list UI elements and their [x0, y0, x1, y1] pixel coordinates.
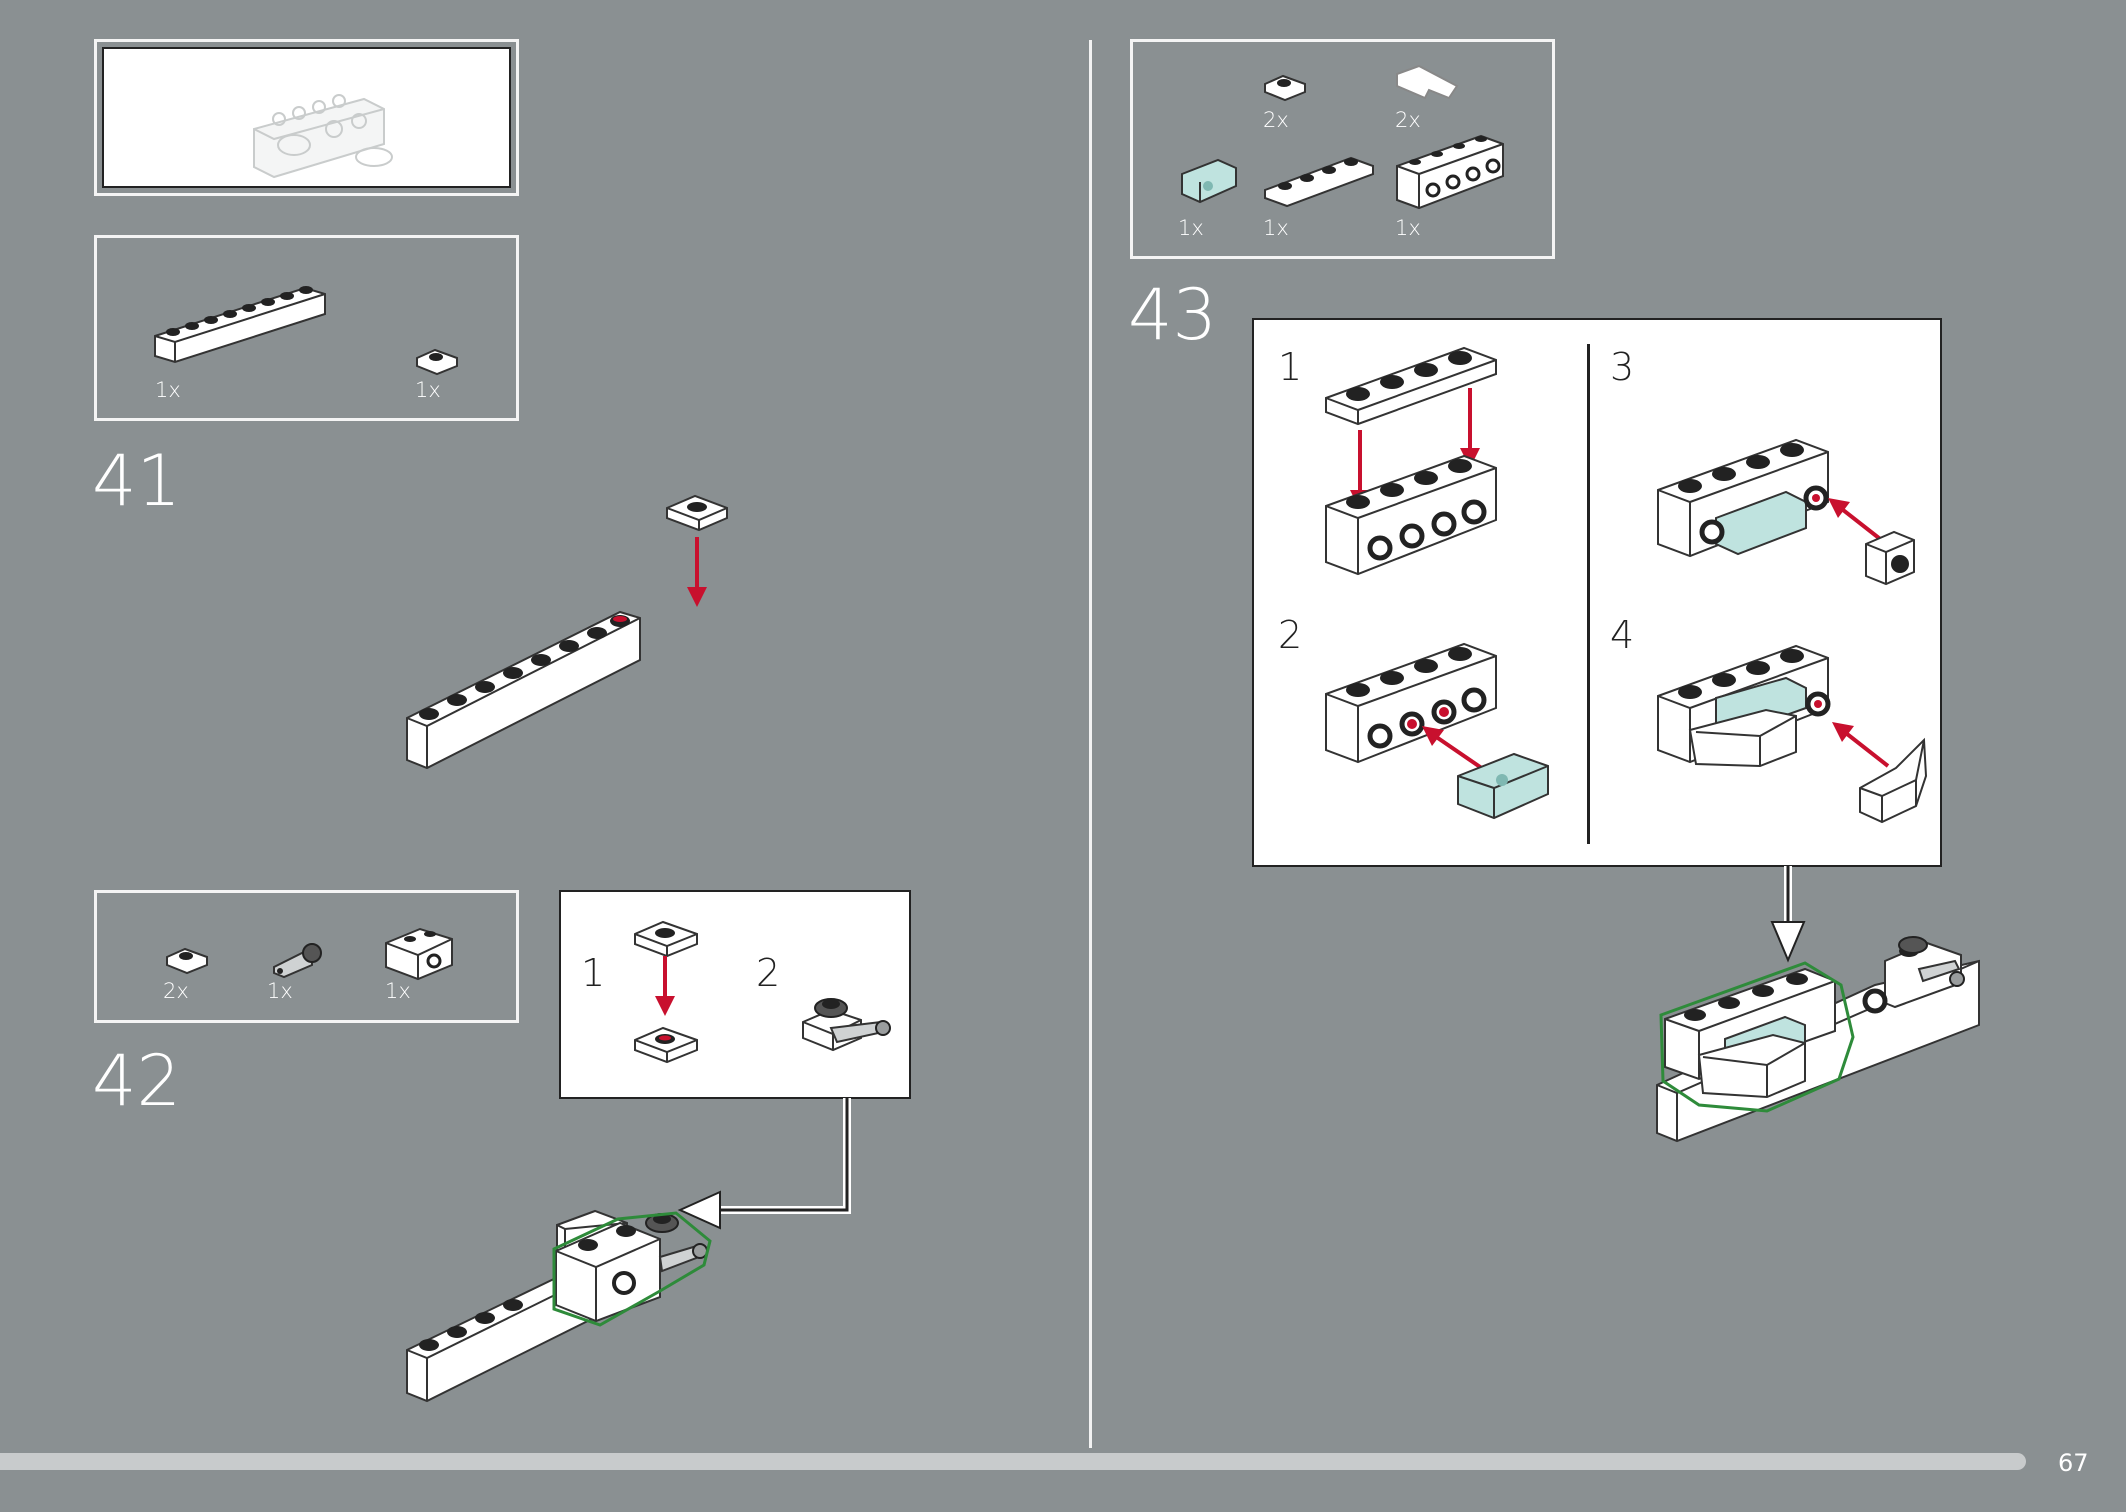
plate-1x4-icon: [1264, 156, 1374, 208]
wedge-subassembly-icon: [1657, 644, 1831, 768]
placement-arrow-icon: [1832, 722, 1890, 768]
part-qty: 1x: [385, 979, 411, 1003]
step-41-parts-list: 1x 1x: [94, 235, 519, 421]
slope-wedge-icon: [1396, 64, 1459, 100]
part-qty: 2x: [1263, 108, 1289, 132]
model-overview-frame: [94, 39, 519, 196]
step-number: 41: [92, 440, 182, 522]
step-42-added-parts-highlight: [552, 1211, 712, 1327]
plate-1x1-icon: [634, 920, 698, 958]
trans-bracket-icon: [1181, 158, 1237, 204]
step-43-parts-list: 2x 2x 1x 1x 1x: [1130, 39, 1555, 259]
plate-1x1-assembly-icon: [666, 494, 728, 532]
part-qty: 2x: [163, 979, 189, 1003]
trans-bracket-icon: [1457, 752, 1549, 820]
slope-wedge-icon: [1859, 737, 1928, 824]
page-divider: [1089, 40, 1092, 1448]
part-qty: 1x: [415, 378, 441, 402]
part-qty: 1x: [1178, 216, 1204, 240]
part-qty: 2x: [1395, 108, 1421, 132]
callout-pointer-icon: [1770, 866, 1806, 963]
clip-assembly-icon: [802, 998, 891, 1052]
clip-plate-icon: [273, 943, 322, 979]
step-43-subassembly-callout: 1 2 3 4: [1252, 318, 1942, 867]
step-43-assembly: [1656, 936, 1980, 1143]
substep-number: 3: [1610, 345, 1635, 389]
brick-1x8-icon: [154, 286, 326, 364]
step-42-subassembly-callout: 1 2: [559, 890, 911, 1099]
callout-divider: [1587, 344, 1590, 844]
plate-1x4-icon: [1325, 346, 1497, 426]
model-preview-icon: [253, 94, 393, 179]
step-number: 43: [1128, 274, 1218, 356]
brick-1x8-assembly-icon: [406, 610, 641, 770]
step-42-parts-list: 2x 1x 1x: [94, 890, 519, 1023]
plate-1x1-icon: [1264, 74, 1306, 102]
plate-1x1-icon: [1865, 530, 1915, 586]
part-qty: 1x: [1395, 216, 1421, 240]
substep-number: 1: [581, 951, 606, 995]
substep-number: 1: [1278, 345, 1303, 389]
part-qty: 1x: [1263, 216, 1289, 240]
plate-1x1-icon: [634, 1026, 698, 1064]
placement-arrow-icon: [655, 956, 675, 1016]
brick-1x2-technic-icon: [385, 927, 453, 981]
brick-1x4-studs-side-icon: [1396, 134, 1504, 210]
substep-number: 4: [1610, 613, 1635, 657]
substep-number: 2: [1278, 613, 1303, 657]
placement-arrow-icon: [1828, 498, 1886, 544]
progress-bar: [0, 1453, 2026, 1470]
part-qty: 1x: [155, 378, 181, 402]
callout-pointer-icon: [677, 1098, 851, 1230]
step-number: 42: [92, 1040, 182, 1122]
substep-number: 2: [756, 951, 781, 995]
plate-1x1-icon: [416, 348, 458, 376]
plate-1x1-icon: [166, 947, 208, 975]
placement-arrow-icon: [687, 537, 707, 607]
brick-1x4-studs-side-icon: [1325, 454, 1497, 576]
page-number: 67: [2058, 1449, 2089, 1477]
brick-1x4-studs-side-icon: [1325, 642, 1497, 764]
bracket-subassembly-icon: [1657, 438, 1829, 558]
part-qty: 1x: [267, 979, 293, 1003]
model-overview-panel: [102, 47, 511, 188]
